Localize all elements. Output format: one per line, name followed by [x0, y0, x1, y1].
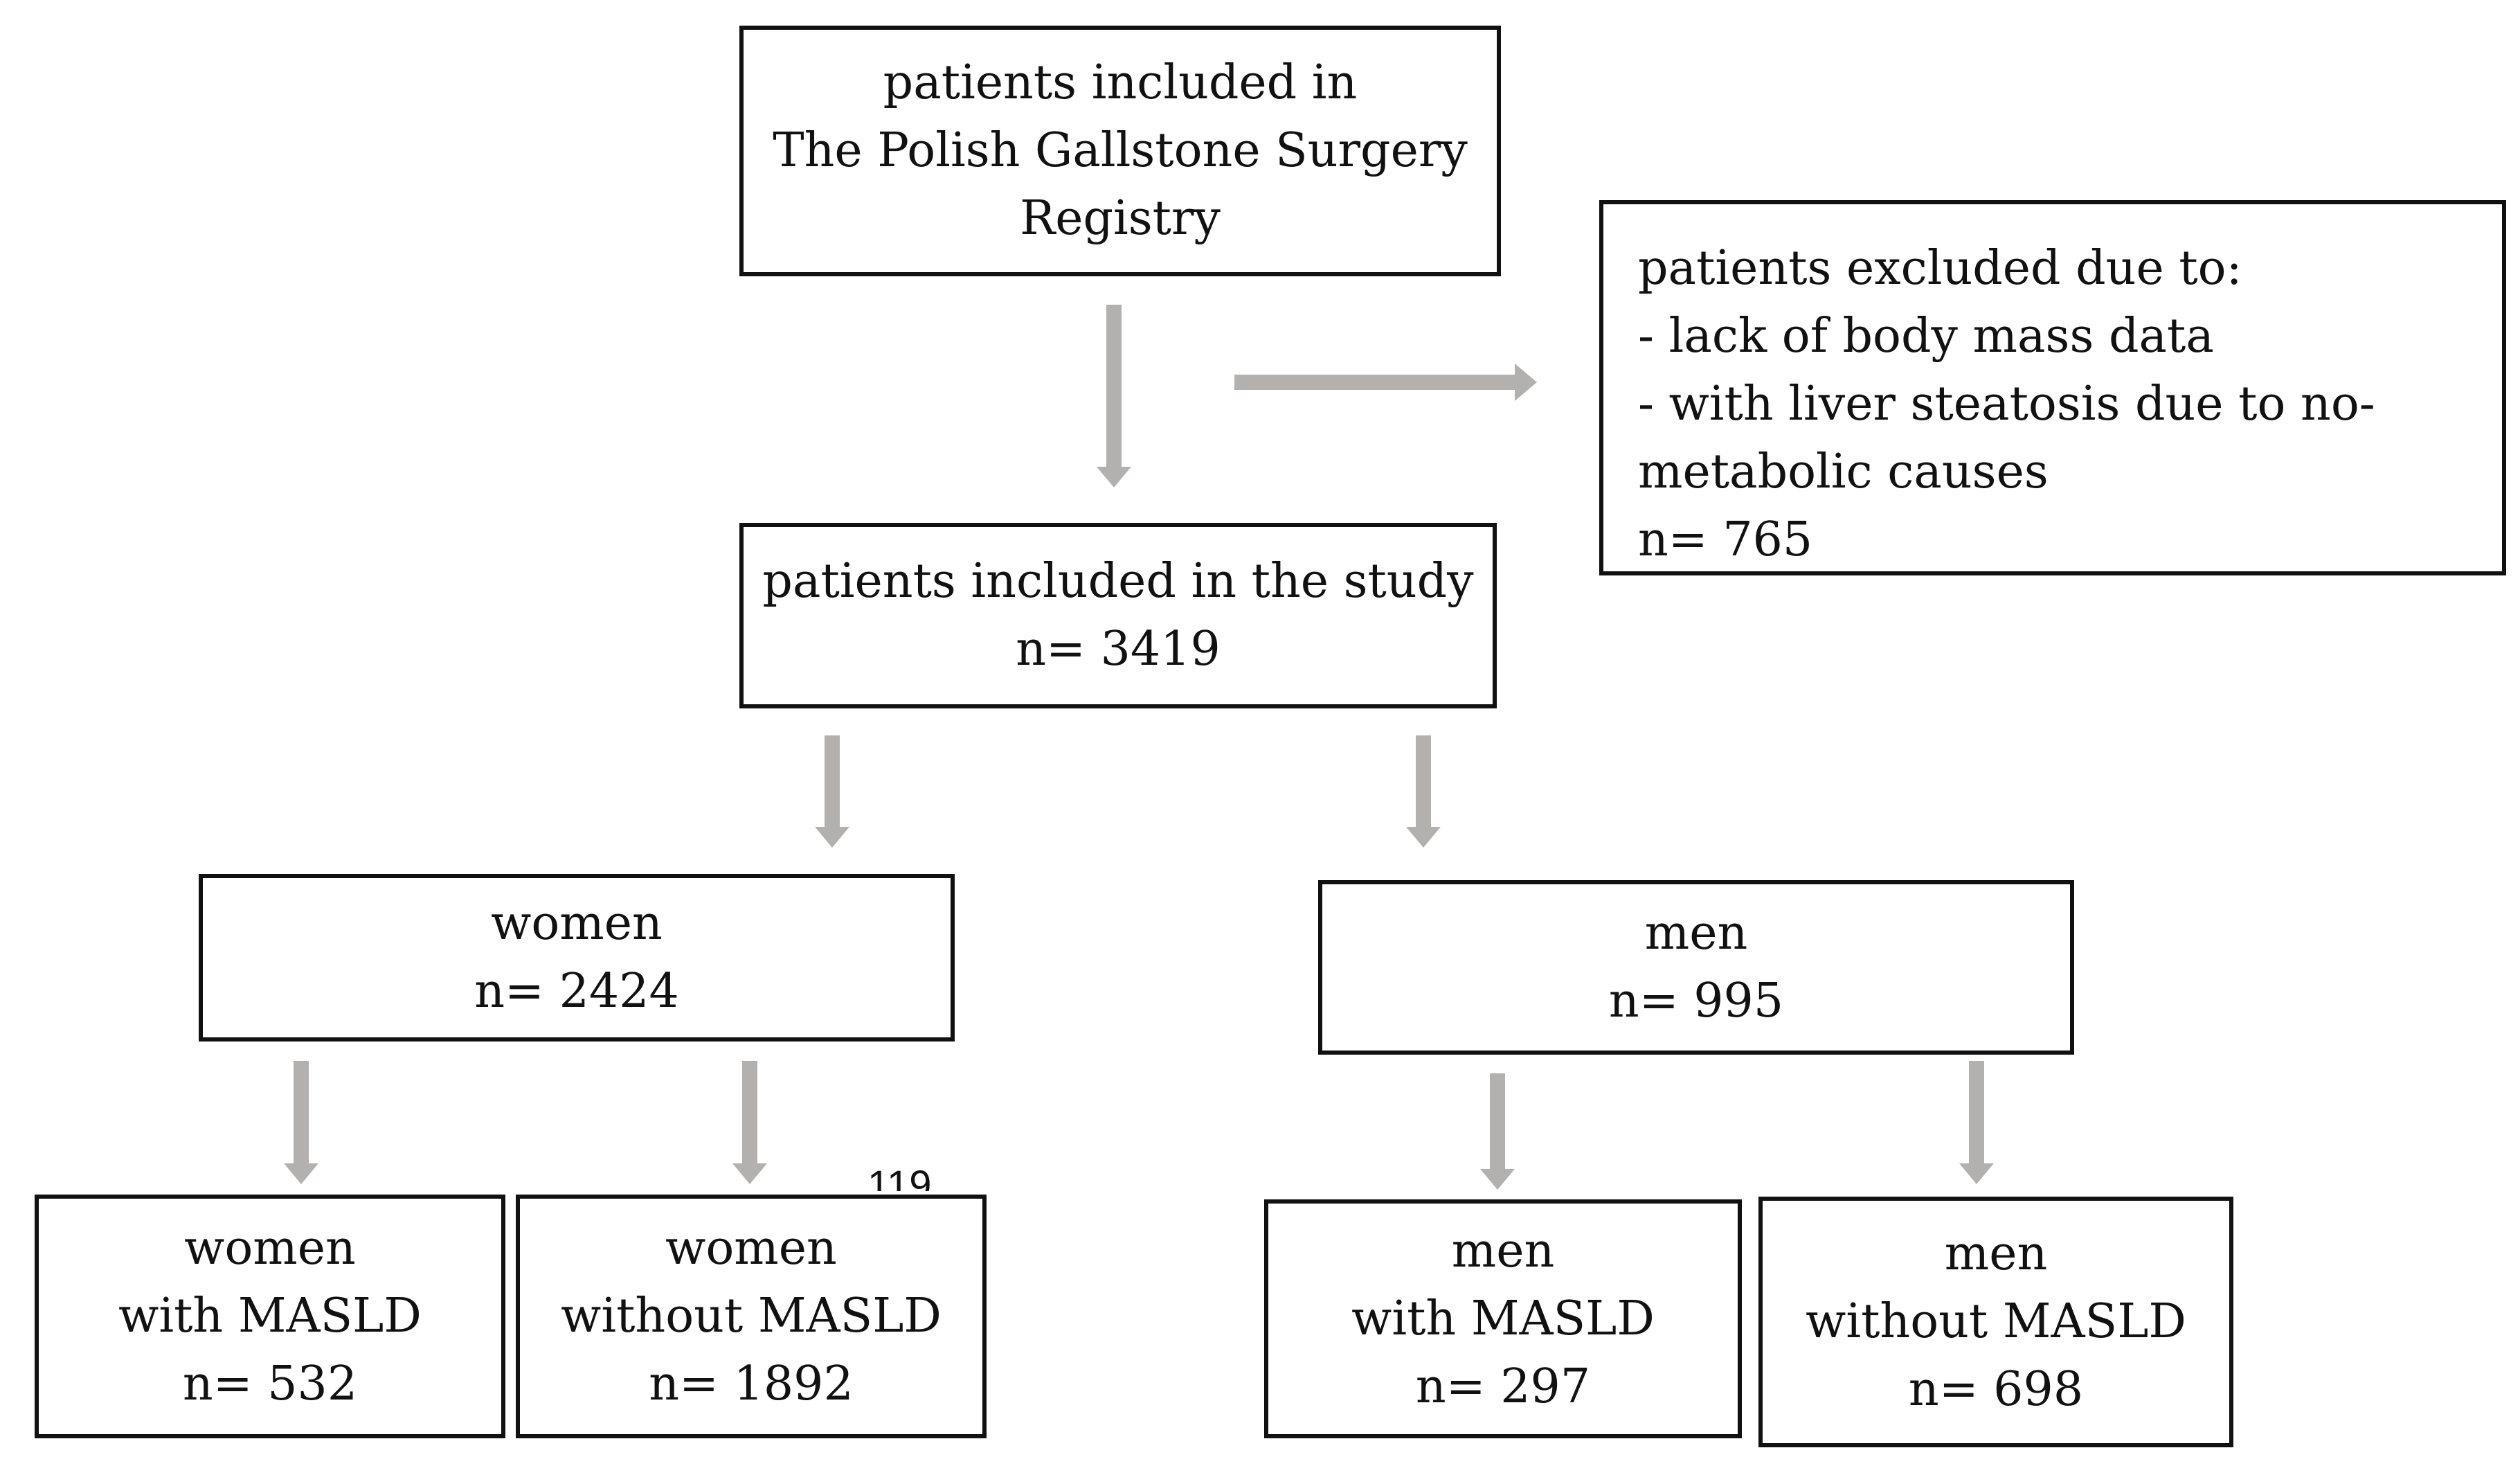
excluded-line-3: - with liver steatosis due to no-	[1638, 377, 2375, 431]
registry-box: patients included in The Polish Gallston…	[739, 26, 1501, 276]
arrow-men-to-men-masld	[1480, 1073, 1515, 1190]
women-no-masld-count: n= 1892	[649, 1357, 854, 1411]
men-box: men n= 995	[1318, 880, 2074, 1055]
women-masld-count: n= 532	[182, 1357, 358, 1411]
women-count: n= 2424	[474, 964, 679, 1019]
women-no-masld-box: women without MASLD n= 1892	[516, 1195, 987, 1438]
men-count: n= 995	[1608, 974, 1784, 1028]
arrow-study-to-men	[1406, 735, 1441, 848]
men-no-masld-box: men without MASLD n= 698	[1758, 1197, 2233, 1447]
women-label: women	[491, 896, 663, 951]
arrow-to-excluded	[1234, 364, 1537, 401]
men-no-masld-count: n= 698	[1908, 1362, 2084, 1417]
arrow-women-to-women-masld	[284, 1061, 318, 1184]
men-masld-box: men with MASLD n= 297	[1264, 1199, 1742, 1438]
men-masld-line-2: with MASLD	[1351, 1291, 1655, 1346]
study-line-1: patients included in the study	[762, 554, 1474, 609]
men-masld-line-1: men	[1451, 1223, 1555, 1278]
men-masld-count: n= 297	[1415, 1359, 1591, 1414]
excluded-line-2: - lack of body mass data	[1638, 309, 2214, 364]
women-masld-box: women with MASLD n= 532	[35, 1195, 505, 1438]
registry-line-1: patients included in	[883, 55, 1358, 110]
study-count: n= 3419	[1016, 622, 1221, 677]
excluded-count: n= 765	[1638, 512, 1813, 567]
excluded-line-4: metabolic causes	[1638, 445, 2049, 499]
arrow-women-to-women-no-masld	[732, 1061, 767, 1184]
excluded-line-1: patients excluded due to:	[1638, 241, 2242, 296]
women-no-masld-line-2: without MASLD	[561, 1289, 942, 1343]
men-no-masld-line-2: without MASLD	[1806, 1294, 2186, 1349]
registry-line-2: The Polish Gallstone Surgery	[773, 123, 1468, 178]
women-masld-line-1: women	[184, 1221, 356, 1276]
men-label: men	[1644, 906, 1748, 960]
study-box: patients included in the study n= 3419	[739, 523, 1497, 708]
stray-number: 119	[867, 1163, 932, 1208]
women-no-masld-line-1: women	[665, 1221, 837, 1276]
arrow-men-to-men-no-masld	[1959, 1061, 1994, 1184]
arrow-study-to-women	[815, 735, 849, 848]
arrow-registry-to-study	[1097, 305, 1131, 488]
men-no-masld-line-1: men	[1944, 1226, 2048, 1281]
registry-line-3: Registry	[1020, 191, 1221, 246]
women-masld-line-2: with MASLD	[118, 1289, 422, 1343]
excluded-box: patients excluded due to: - lack of body…	[1599, 200, 2506, 575]
women-box: women n= 2424	[199, 874, 955, 1042]
